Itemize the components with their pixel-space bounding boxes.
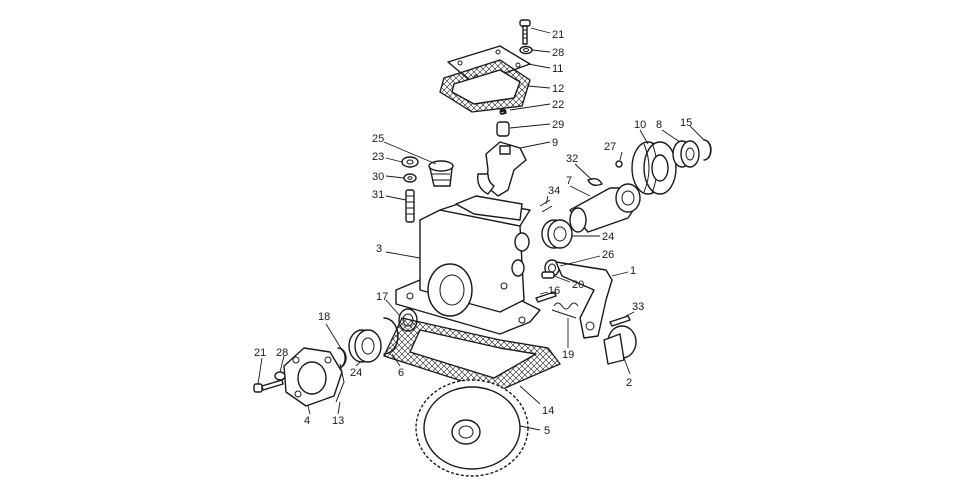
callout-33: 33 xyxy=(632,301,644,313)
callout-28-left: 28 xyxy=(276,347,288,359)
key-32 xyxy=(587,177,603,187)
washer-15 xyxy=(703,139,712,161)
callout-14: 14 xyxy=(542,405,554,417)
washer-left xyxy=(274,371,286,381)
clip-34 xyxy=(539,199,553,213)
main-housing-3 xyxy=(395,195,541,335)
pin-33 xyxy=(609,315,631,327)
lever-1 xyxy=(555,261,613,339)
callout-19: 19 xyxy=(562,349,574,361)
end-cover-4 xyxy=(283,347,343,407)
pulley-10 xyxy=(631,141,677,195)
callout-3: 3 xyxy=(376,243,382,255)
nut-23 xyxy=(401,156,419,168)
detent-ball-29 xyxy=(496,121,510,137)
callout-27: 27 xyxy=(604,141,616,153)
callout-21-top: 21 xyxy=(552,29,564,41)
washer-top xyxy=(519,45,533,55)
snap-ring-18 xyxy=(337,347,347,369)
callout-31: 31 xyxy=(372,189,384,201)
callout-20: 20 xyxy=(572,279,584,291)
callout-24-right: 24 xyxy=(602,231,614,243)
spring-22 xyxy=(499,108,507,115)
stud-31 xyxy=(405,189,415,223)
bottom-gasket-14 xyxy=(383,317,562,393)
callout-labels: 21 28 11 12 22 29 9 32 27 10 8 15 25 23 … xyxy=(254,29,692,437)
bolt-top xyxy=(519,19,531,45)
snap-ring-6 xyxy=(383,317,399,355)
callout-10: 10 xyxy=(634,119,646,131)
callout-7: 7 xyxy=(566,175,572,187)
callout-17: 17 xyxy=(376,291,388,303)
callout-8: 8 xyxy=(656,119,662,131)
callout-34: 34 xyxy=(548,185,560,197)
callout-11: 11 xyxy=(552,63,563,75)
top-gasket xyxy=(439,59,531,113)
callout-16: 16 xyxy=(548,285,560,297)
callout-28-top: 28 xyxy=(552,47,564,59)
pin-27 xyxy=(615,160,623,168)
callout-5: 5 xyxy=(544,425,550,437)
callout-24-left: 24 xyxy=(350,367,362,379)
gasket-13 xyxy=(335,363,345,403)
callout-1: 1 xyxy=(630,265,636,277)
bearing-24-right xyxy=(541,219,573,249)
callout-25: 25 xyxy=(372,133,384,145)
callout-12: 12 xyxy=(552,83,564,95)
plug-25 xyxy=(428,160,454,187)
callout-30: 30 xyxy=(372,171,384,183)
callout-6: 6 xyxy=(398,367,404,379)
callout-22: 22 xyxy=(552,99,564,111)
shift-fork-9 xyxy=(477,141,527,197)
leader-lines xyxy=(257,27,705,431)
callout-15: 15 xyxy=(680,117,692,129)
pin-16 xyxy=(535,291,557,303)
callout-23: 23 xyxy=(372,151,384,163)
bearing-24-left xyxy=(348,329,382,363)
callout-21-left: 21 xyxy=(254,347,266,359)
callout-4: 4 xyxy=(304,415,310,427)
knob-cap-2 xyxy=(603,325,637,365)
shaft-7 xyxy=(569,183,641,233)
callout-9: 9 xyxy=(552,137,558,149)
washer-30 xyxy=(403,173,417,183)
spring-19 xyxy=(551,302,579,319)
callout-13: 13 xyxy=(332,415,344,427)
callout-18: 18 xyxy=(318,311,330,323)
callout-29: 29 xyxy=(552,119,564,131)
callout-26: 26 xyxy=(602,249,614,261)
gear-5 xyxy=(415,379,529,477)
nut-8 xyxy=(672,140,700,168)
callout-2: 2 xyxy=(626,377,632,389)
bolt-left xyxy=(253,379,284,393)
screw-20 xyxy=(541,271,555,279)
callout-32: 32 xyxy=(566,153,578,165)
